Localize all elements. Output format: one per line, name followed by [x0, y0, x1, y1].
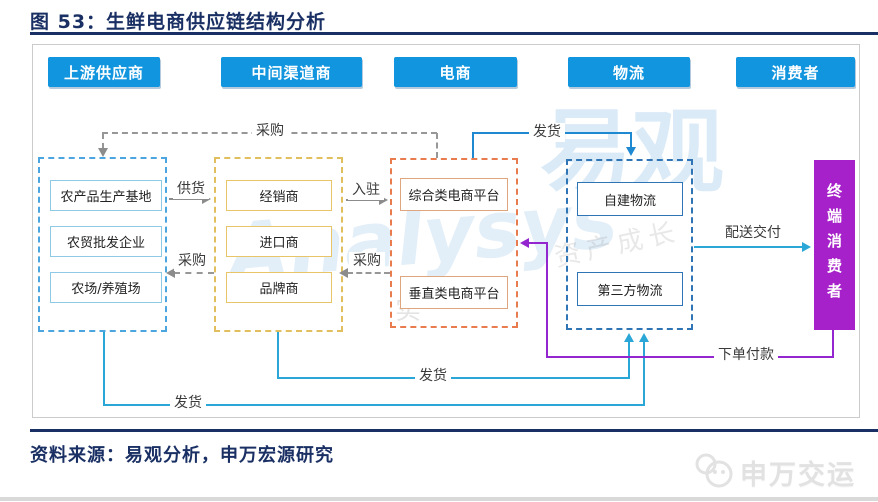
flow-order-pay-line [546, 356, 834, 358]
node-distributor: 经销商 [226, 180, 332, 211]
group-channels [214, 157, 343, 332]
node-agri-wholesale: 农贸批发企业 [50, 226, 162, 257]
flow-ship-bottom-mid-line [277, 377, 630, 379]
arrow-left-icon [520, 238, 529, 248]
header-middle-channels: 中间渠道商 [221, 57, 362, 87]
node-general-platform: 综合类电商平台 [400, 178, 508, 211]
flow-delivery-line [694, 246, 804, 248]
flow-procure-top-line [102, 133, 104, 149]
page-bottom-divider [0, 497, 878, 501]
flow-order-pay-line [546, 242, 548, 358]
flow-ship-bottom-far-label: 发货 [170, 394, 206, 413]
figure-title: 图 53：生鲜电商供应链结构分析 [30, 11, 327, 33]
flow-supply-label: 供货 [173, 180, 209, 199]
flow-procure-top-label: 采购 [252, 122, 288, 141]
flow-procure-top-line [436, 133, 438, 158]
arrow-down-icon [626, 147, 636, 156]
flow-ship-bottom-far-line [103, 332, 105, 406]
flow-procure-mid-left-line [174, 272, 214, 274]
node-self-logistics: 自建物流 [577, 182, 683, 216]
flow-ship-bottom-mid-line [277, 332, 279, 379]
flow-enter-label: 入驻 [348, 181, 384, 200]
group-logistics [566, 159, 693, 330]
flow-enter-line [346, 199, 380, 201]
header-consumers: 消费者 [736, 57, 855, 87]
flow-order-pay-line [832, 330, 834, 358]
arrow-right-icon [379, 195, 388, 205]
brand-logo: 申万交运 [692, 448, 867, 496]
flow-order-pay-line [529, 242, 548, 244]
node-farm-ranch: 农场/养殖场 [50, 272, 162, 303]
node-vertical-platform: 垂直类电商平台 [400, 276, 508, 309]
flow-procure-mid-left-label: 采购 [174, 252, 210, 271]
flow-procure-mid-right-line [347, 272, 390, 274]
panda-logo-icon [692, 450, 734, 494]
arrow-up-icon [639, 333, 649, 342]
flow-ship-bottom-far-line [643, 341, 645, 406]
header-ecommerce: 电商 [394, 57, 517, 87]
node-end-consumer: 终端消费者 [814, 160, 855, 330]
arrow-left-icon [339, 268, 348, 278]
node-brand-owner: 品牌商 [226, 272, 332, 303]
brand-logo-text: 申万交运 [740, 459, 856, 491]
arrow-right-icon [802, 242, 811, 252]
title-underline [30, 32, 878, 35]
arrow-left-icon [166, 268, 175, 278]
flow-order-pay-label: 下单付款 [714, 346, 778, 365]
node-third-logistics: 第三方物流 [577, 272, 683, 306]
flow-ship-bottom-far-line [103, 404, 645, 406]
footer-rule [30, 429, 878, 432]
arrow-up-icon [624, 333, 634, 342]
header-logistics: 物流 [568, 57, 690, 87]
node-farm-production-base: 农产品生产基地 [50, 180, 162, 211]
flow-supply-line [169, 198, 203, 200]
node-importer: 进口商 [226, 226, 332, 257]
flow-delivery-label: 配送交付 [721, 224, 785, 243]
group-ecommerce [390, 158, 518, 328]
flow-ship-bottom-mid-line [628, 341, 630, 379]
arrow-right-icon [202, 194, 211, 204]
flow-ship-top-line [472, 134, 474, 158]
flow-ship-top-line [630, 134, 632, 148]
flow-ship-bottom-mid-label: 发货 [415, 367, 451, 386]
arrow-down-icon [98, 148, 108, 157]
flow-procure-mid-right-label: 采购 [349, 252, 385, 271]
source-note: 资料来源：易观分析，申万宏源研究 [30, 445, 334, 466]
group-suppliers [38, 157, 167, 332]
header-upstream-suppliers: 上游供应商 [48, 57, 160, 87]
flow-ship-top-label: 发货 [529, 123, 565, 142]
